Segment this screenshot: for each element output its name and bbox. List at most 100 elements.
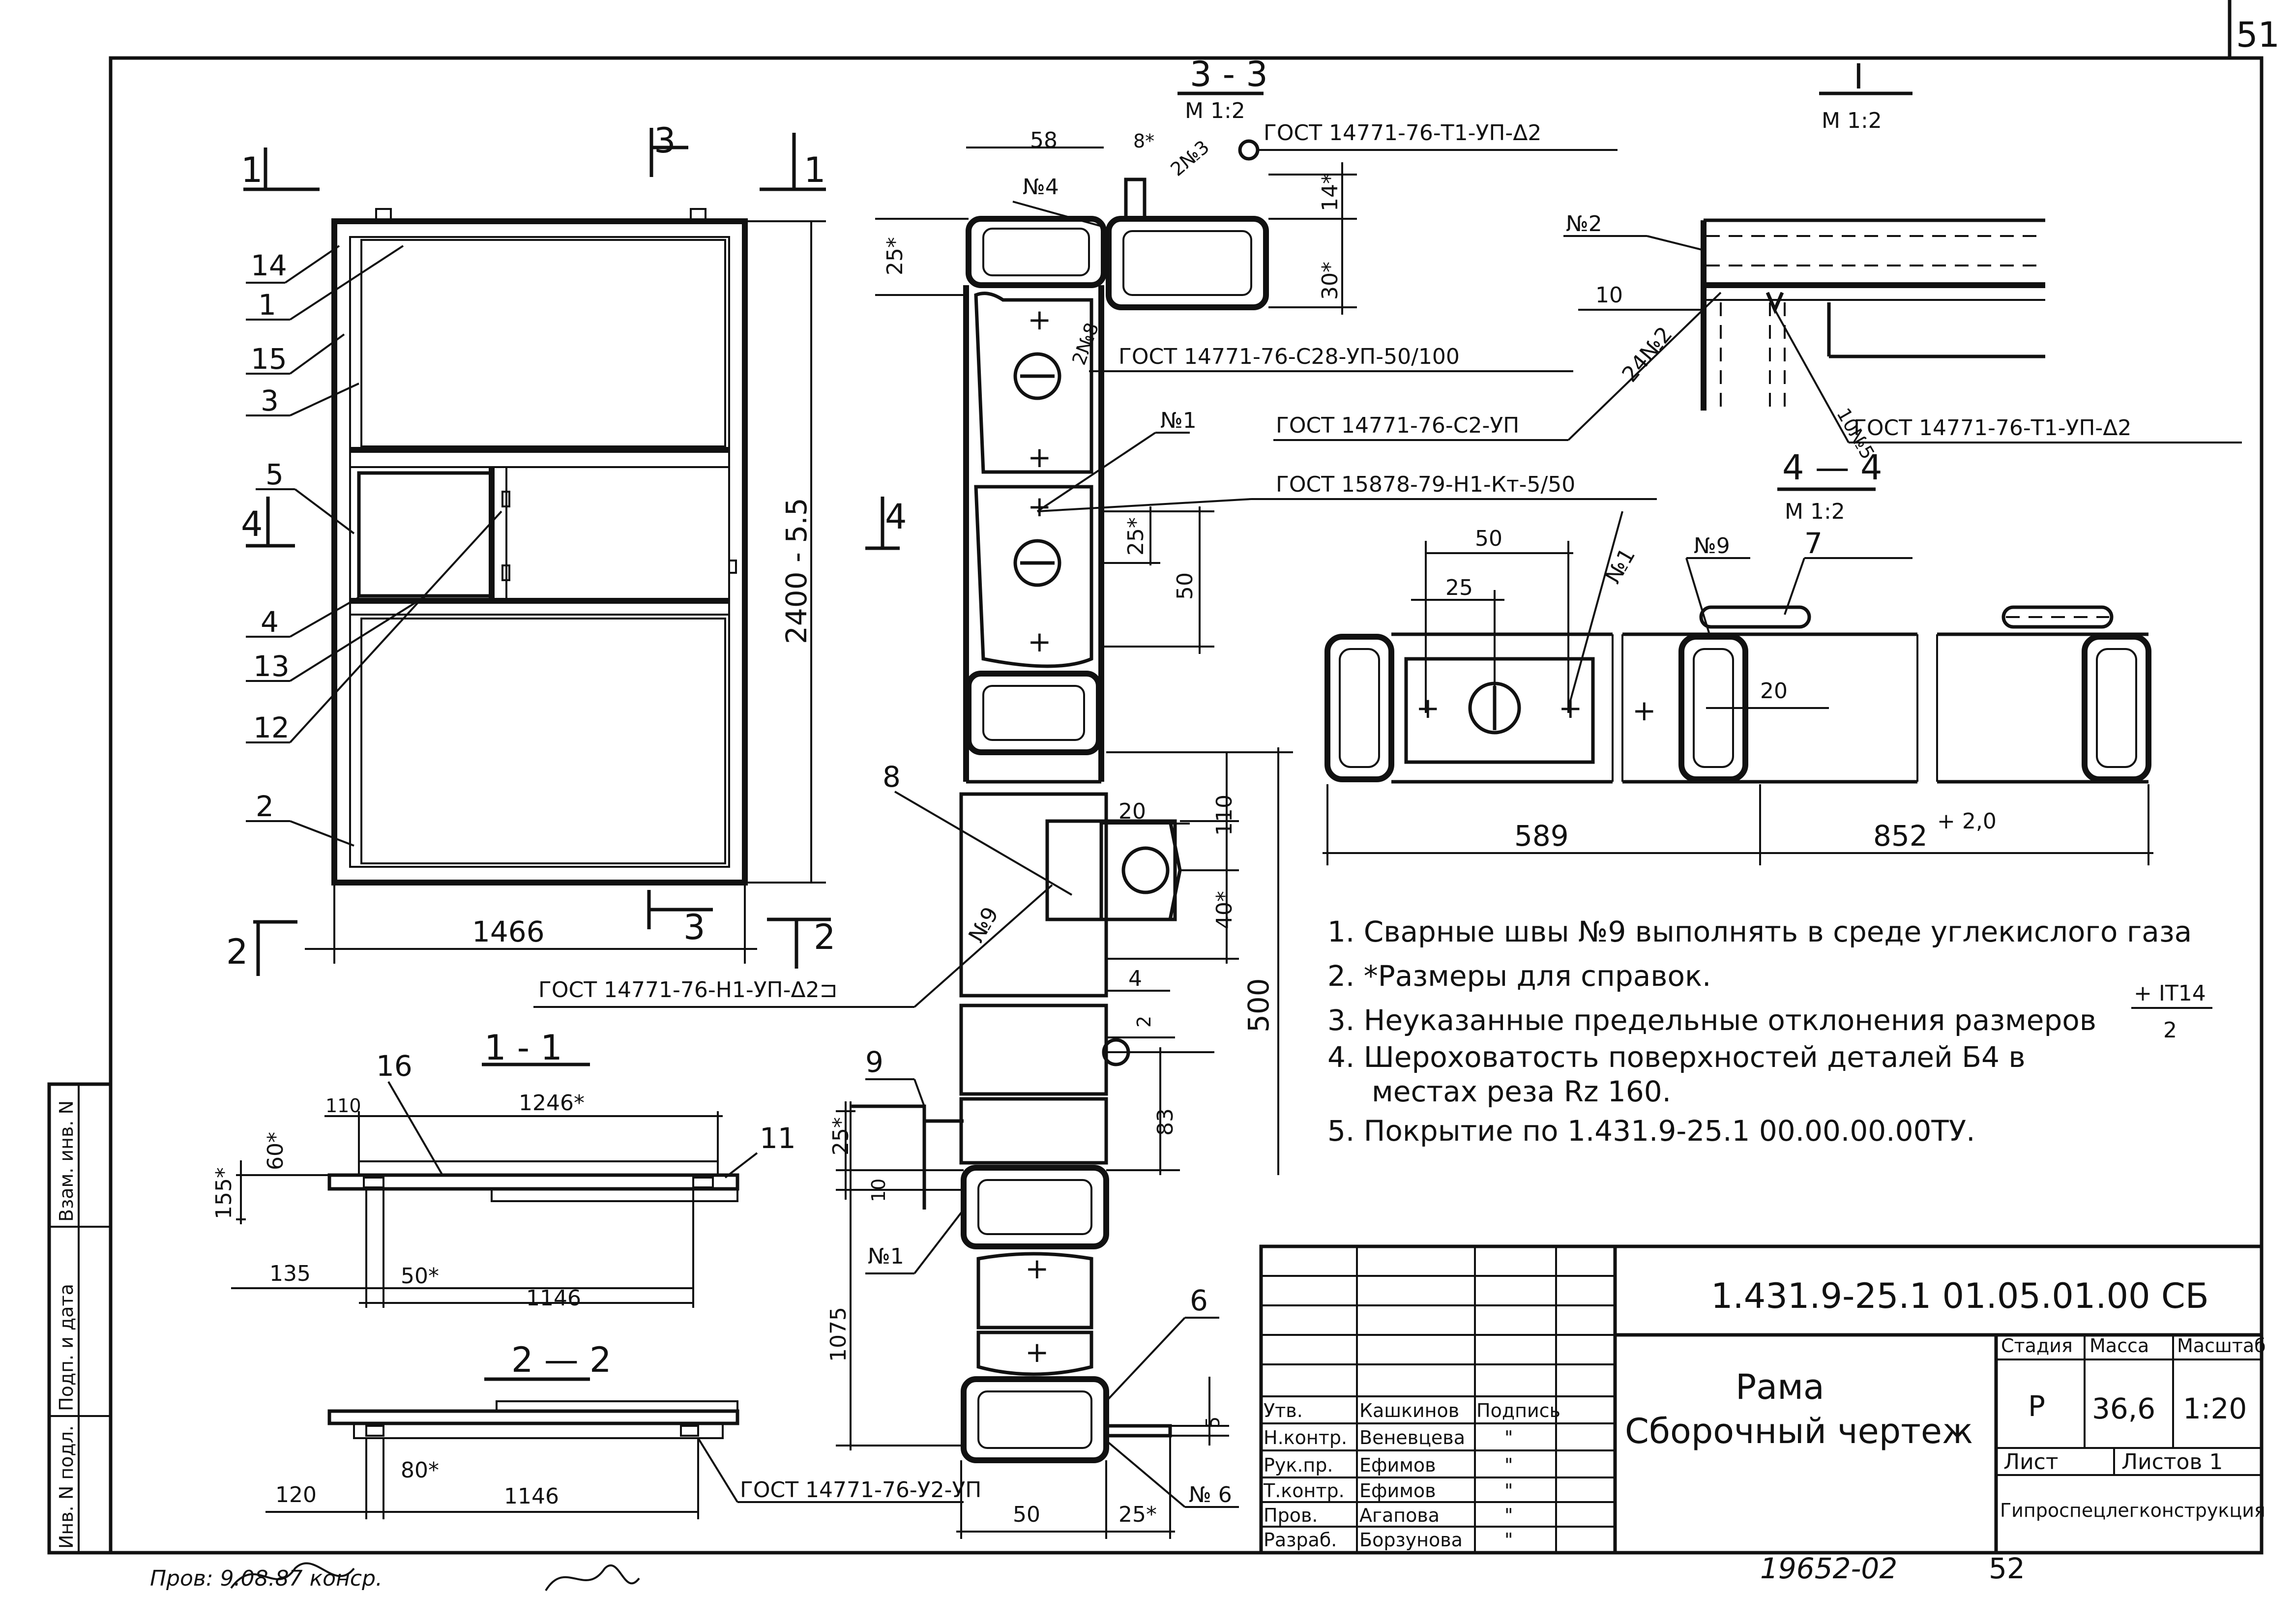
callout-no1-low: №1 xyxy=(868,1244,904,1269)
tb-sheet-label: Лист xyxy=(2003,1449,2059,1475)
dim-20-s44: 20 xyxy=(1760,679,1788,704)
callout-5: 5 xyxy=(265,458,284,491)
section-1-1-title: 1 - 1 xyxy=(484,1028,562,1068)
dim-20: 20 xyxy=(1118,799,1146,824)
tb-name-4: Агапова xyxy=(1359,1505,1440,1526)
section-2-2-title: 2 — 2 xyxy=(511,1340,612,1380)
page-number: 52 xyxy=(1989,1552,2025,1585)
callout-no4: №4 xyxy=(1023,175,1059,200)
callout-9: 9 xyxy=(865,1045,883,1079)
tb-name-0: Кашкинов xyxy=(1359,1400,1459,1421)
note-3: 3. Неуказанные предельные отклонения раз… xyxy=(1327,1004,2096,1037)
tb-name-3: Ефимов xyxy=(1359,1480,1436,1502)
callout-12: 12 xyxy=(253,711,290,744)
section-marker-2-right: 2 xyxy=(814,917,836,957)
plus-marker: + xyxy=(1028,625,1052,658)
dim-height-2400: 2400 - 5.5 xyxy=(780,498,813,644)
dim-50-s44: 50 xyxy=(1475,526,1502,551)
weld-label-gost-y2: ГОСТ 14771-76-У2-УП xyxy=(740,1477,981,1503)
dim-852: 852 xyxy=(1873,819,1928,853)
plus-marker: + xyxy=(1028,490,1052,523)
dim-25-bottom: 25* xyxy=(1118,1502,1157,1527)
detail-I-scale: М 1:2 xyxy=(1822,108,1882,133)
dim-500: 500 xyxy=(1242,978,1275,1033)
tb-organization: Гипроспецлегконструкция xyxy=(2000,1500,2266,1521)
dim-50: 50* xyxy=(401,1264,439,1289)
callout-13: 13 xyxy=(253,650,290,683)
binding-label-sign: Подп. и дата xyxy=(56,1284,77,1411)
section-marker-2-left: 2 xyxy=(226,932,248,972)
callout-no6: № 6 xyxy=(1189,1482,1232,1507)
dim-40: 40* xyxy=(1212,891,1237,929)
dim-8: 8* xyxy=(1133,130,1154,152)
dim-1246: 1246* xyxy=(519,1091,585,1116)
callout-2: 2 xyxy=(256,790,274,823)
weld-label-gost-t1: ГОСТ 14771-76-Т1-УП-Δ2 xyxy=(1264,120,1541,146)
detail-I-title: I xyxy=(1854,57,1864,97)
section-marker-1-left: 1 xyxy=(241,150,263,190)
main-frame-view xyxy=(331,208,748,886)
tb-role-5: Разраб. xyxy=(1264,1529,1337,1551)
dim-110-mid: 110 xyxy=(1212,795,1237,836)
callout-7: 7 xyxy=(1804,527,1823,560)
plus-marker: + xyxy=(1025,1335,1049,1369)
tb-sign-5: " xyxy=(1504,1529,1513,1551)
section-marker-4-right: 4 xyxy=(885,497,907,537)
dim-2: 2 xyxy=(1133,1016,1155,1028)
callout-16: 16 xyxy=(376,1049,412,1083)
tb-stage-label: Стадия xyxy=(2001,1335,2073,1357)
tb-mass-label: Масса xyxy=(2089,1335,2149,1357)
callout-6: 6 xyxy=(1190,1284,1208,1317)
callout-14: 14 xyxy=(251,249,287,282)
dim-135: 135 xyxy=(269,1261,311,1286)
notes-block: 1. Сварные швы №9 выполнять в среде угле… xyxy=(1327,915,2212,1148)
note-2: 2. *Размеры для справок. xyxy=(1327,959,1711,993)
note-4-cont: местах реза Rz 160. xyxy=(1372,1075,1671,1108)
section-4-4-scale: М 1:2 xyxy=(1785,499,1845,524)
dim-50-bottom: 50 xyxy=(1013,1502,1040,1527)
callout-3: 3 xyxy=(261,384,279,417)
detail-I: I М 1:2 №2 10 24№2 10№5 ГОСТ 14771-76-Т1… xyxy=(1563,57,2242,463)
tb-title-line2: Сборочный чертеж xyxy=(1625,1411,1973,1451)
dim-589: 589 xyxy=(1514,819,1569,853)
section-4-4-title: 4 — 4 xyxy=(1782,447,1883,488)
tb-role-3: Т.контр. xyxy=(1263,1480,1345,1502)
tb-mass-value: 36,6 xyxy=(2092,1392,2155,1425)
dim-60: 60* xyxy=(263,1132,288,1170)
section-markers-main: 1 3 1 4 4 3 2 2 xyxy=(226,120,907,976)
weld-label-gost-h1: ГОСТ 14771-76-Н1-УП-Δ2⊐ xyxy=(538,977,837,1003)
plus-marker: + xyxy=(1025,1252,1049,1285)
title-block: Утв. Кашкинов Подпись Н.контр. Веневцева… xyxy=(1259,1244,2266,1555)
dim-110: 110 xyxy=(325,1095,361,1117)
callouts-main: 14 1 15 3 5 4 13 12 2 xyxy=(246,245,502,847)
dim-width-1466: 1466 xyxy=(472,915,545,948)
tb-role-0: Утв. xyxy=(1264,1400,1303,1421)
section-2-2: 2 — 2 120 80* 1146 ГОСТ 14771-76-У2-УП xyxy=(265,1340,981,1519)
tb-scale-label: Масштаб xyxy=(2177,1335,2266,1357)
note-3-tol-top: + IT14 xyxy=(2134,981,2206,1006)
callout-11: 11 xyxy=(760,1122,796,1155)
dim-1146-s22: 1146 xyxy=(504,1484,559,1509)
tb-name-1: Веневцева xyxy=(1359,1427,1465,1448)
callout-4: 4 xyxy=(261,605,279,639)
plus-marker: + xyxy=(1559,691,1583,725)
weld-label-gost-15878: ГОСТ 15878-79-Н1-Кт-5/50 xyxy=(1276,472,1575,497)
callout-no1-top: №1 xyxy=(1160,408,1197,433)
note-5: 5. Покрытие по 1.431.9-25.1 00.00.00.00Т… xyxy=(1327,1114,1975,1148)
tb-name-2: Ефимов xyxy=(1359,1454,1436,1476)
callout-8: 8 xyxy=(883,760,901,794)
tb-role-4: Пров. xyxy=(1264,1505,1318,1526)
dim-25-mid: 25* xyxy=(1123,517,1148,556)
tb-name-5: Борзунова xyxy=(1359,1529,1463,1551)
sheet-frame xyxy=(109,0,2264,1555)
dim-120: 120 xyxy=(275,1482,317,1507)
section-marker-3-bottom: 3 xyxy=(683,907,706,947)
weld-2no8: 2№8 xyxy=(1068,320,1103,368)
plus-marker: + xyxy=(1028,303,1052,336)
weld-label-gost-c28: ГОСТ 14771-76-С28-УП-50/100 xyxy=(1118,344,1460,369)
note-4: 4. Шероховатость поверхностей деталей Б4… xyxy=(1327,1040,2026,1074)
weld-24no2: 24№2 xyxy=(1617,322,1677,387)
dim-58: 58 xyxy=(1030,128,1058,153)
plus-marker: + xyxy=(1416,691,1440,725)
